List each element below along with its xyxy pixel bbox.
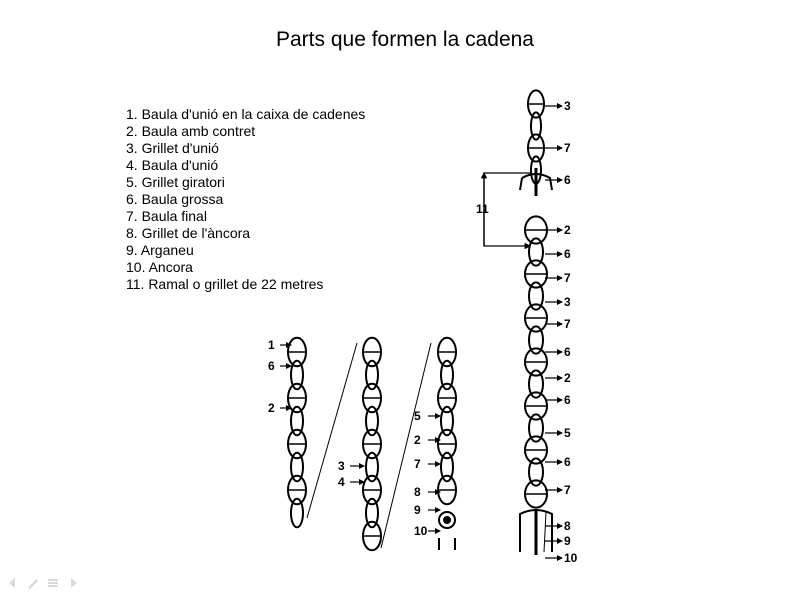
callout-label: 6 xyxy=(564,393,571,407)
callout-label: 3 xyxy=(338,459,345,473)
legend-item: 8. Grillet de l'àncora xyxy=(126,225,251,241)
callout-label: 9 xyxy=(564,534,571,548)
slide-title: Parts que formen la cadena xyxy=(276,28,534,51)
arrow-right-icon[interactable] xyxy=(66,576,80,590)
callout-label: 3 xyxy=(564,295,571,309)
anchor-ring xyxy=(438,511,456,550)
legend-item: 6. Baula grossa xyxy=(126,191,224,207)
callout-label: 7 xyxy=(564,483,571,497)
chain-link xyxy=(290,359,304,391)
callout-label: 2 xyxy=(268,401,275,415)
callout-label: 6 xyxy=(564,247,571,261)
chain-link xyxy=(528,369,544,399)
callout-label: 3 xyxy=(564,99,571,113)
chain-link xyxy=(365,405,379,437)
callout-label: 8 xyxy=(564,519,571,533)
chain-link xyxy=(365,359,379,391)
slide-controls xyxy=(6,576,80,590)
pen-icon[interactable] xyxy=(26,576,40,590)
chain-link xyxy=(440,359,454,391)
chain-link xyxy=(440,451,454,483)
legend-item: 4. Baula d'unió xyxy=(126,157,219,173)
callout-label: 7 xyxy=(564,317,571,331)
chain-link xyxy=(530,111,542,141)
legend-item: 3. Grillet d'unió xyxy=(126,140,219,156)
arrow-left-icon[interactable] xyxy=(6,576,20,590)
anchor-shank xyxy=(519,509,553,555)
span-bracket xyxy=(480,171,532,250)
callout-label: 6 xyxy=(564,173,571,187)
callout-label: 7 xyxy=(414,457,421,471)
callout-label: 2 xyxy=(564,223,571,237)
legend-item: 10. Ancora xyxy=(126,259,193,275)
callout-label: 10 xyxy=(564,551,578,565)
callout-label: 1 xyxy=(268,338,275,352)
callout-label: 2 xyxy=(564,371,571,385)
chain-link xyxy=(440,405,454,437)
upper-end-shackle xyxy=(519,168,553,196)
callout-label: 7 xyxy=(564,271,571,285)
menu-icon[interactable] xyxy=(46,576,60,590)
callout-label: 8 xyxy=(414,485,421,499)
callout-label: 5 xyxy=(564,426,571,440)
span-label-11: 11 xyxy=(476,202,489,216)
chain-link xyxy=(528,457,544,487)
chain-link xyxy=(290,451,304,483)
callout-label: 5 xyxy=(414,409,421,423)
legend-item: 7. Baula final xyxy=(126,208,207,224)
chain-link xyxy=(290,405,304,437)
chain-link xyxy=(528,237,544,267)
legend-item: 1. Baula d'unió en la caixa de cadenes xyxy=(126,106,366,122)
legend-item: 9. Arganeu xyxy=(126,242,194,258)
chain-link xyxy=(528,281,544,311)
callout-label: 6 xyxy=(564,455,571,469)
chain-link xyxy=(365,451,379,483)
legend-item: 5. Grillet giratori xyxy=(126,174,225,190)
callout-label: 7 xyxy=(564,141,571,155)
callout-label: 2 xyxy=(414,433,421,447)
callout-label: 10 xyxy=(414,524,428,538)
chain-link xyxy=(365,497,379,529)
parts-legend: 1. Baula d'unió en la caixa de cadenes 2… xyxy=(126,106,365,293)
callout-label: 4 xyxy=(338,475,345,489)
callout-label: 6 xyxy=(564,345,571,359)
chain-link xyxy=(528,413,544,443)
legend-item: 11. Ramal o grillet de 22 metres xyxy=(126,276,324,292)
legend-item: 2. Baula amb contret xyxy=(126,123,256,139)
chain-link xyxy=(290,497,304,529)
chain-link xyxy=(528,325,544,355)
chain-separators xyxy=(306,342,432,549)
callout-label: 9 xyxy=(414,503,421,517)
callout-label: 6 xyxy=(268,359,275,373)
